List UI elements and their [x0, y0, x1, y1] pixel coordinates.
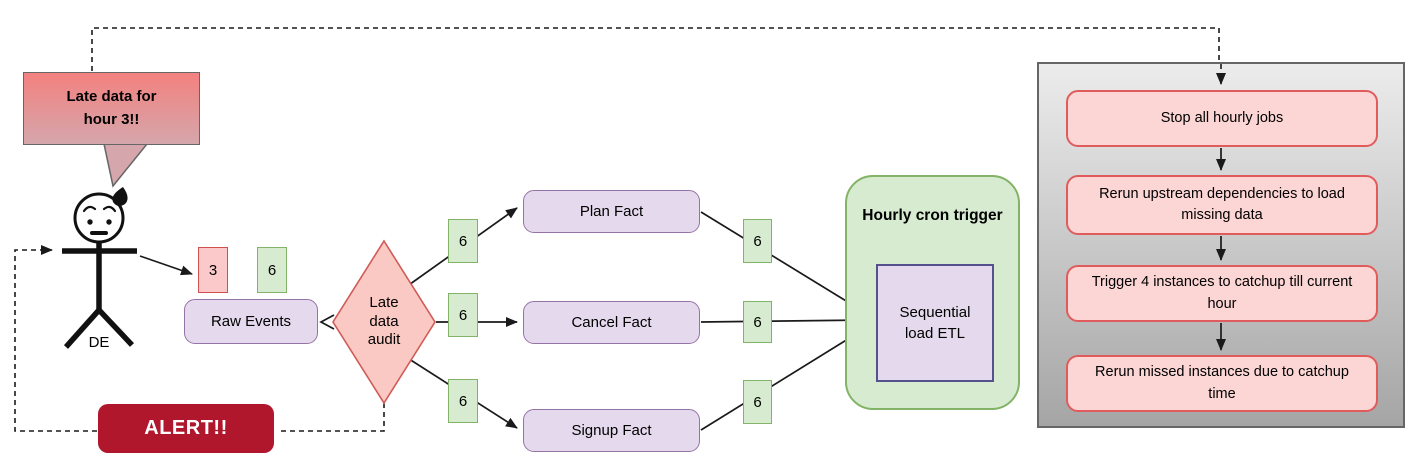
runbook-connectors-layer	[1216, 64, 1226, 351]
signup-fact-node: Signup Fact	[523, 409, 700, 452]
cancel-hour-badge: 6	[448, 293, 478, 337]
late-data-speech-bubble: Late data for hour 3!!	[23, 72, 200, 145]
alert-to-runbook-dashed-connector	[91, 27, 1220, 71]
alert-to-engineer-dashed-connector	[14, 245, 97, 432]
engineer-label: DE	[88, 333, 110, 351]
signup-fact-to-etl-arrow	[700, 325, 870, 431]
speech-bubble-tail	[103, 143, 149, 188]
runbook-step-2: Rerun upstream dependencies to load miss…	[1066, 175, 1378, 235]
audit-to-raw-events-chevron	[319, 314, 335, 330]
plan-etl-hour-badge: 6	[743, 219, 772, 263]
cancel-etl-hour-badge: 6	[743, 301, 772, 343]
raw-events-node: Raw Events	[184, 299, 318, 344]
audit-to-alert-dashed-connector	[277, 403, 385, 432]
plan-fact-node: Plan Fact	[523, 190, 700, 233]
late-hour-badge: 3	[198, 247, 228, 293]
engineer-to-badge-arrow	[139, 255, 193, 276]
signup-etl-hour-badge: 6	[743, 380, 772, 424]
signup-hour-badge: 6	[448, 379, 478, 423]
current-hour-badge: 6	[257, 247, 287, 293]
alert-node: ALERT!!	[98, 404, 274, 453]
late-data-audit-diamond	[332, 239, 436, 405]
recovery-runbook-panel: Stop all hourly jobs Rerun upstream depe…	[1037, 62, 1405, 428]
hourly-cron-trigger-container: Hourly cron trigger Sequential load ETL	[845, 175, 1020, 410]
sweat-drop-icon	[112, 187, 128, 207]
engineer-stick-figure-icon	[62, 187, 137, 349]
late-data-audit-label: Late data audit	[367, 293, 401, 349]
hourly-cron-trigger-title: Hourly cron trigger	[862, 207, 1003, 224]
runbook-step-1: Stop all hourly jobs	[1066, 90, 1378, 147]
runbook-step-3: Trigger 4 instances to catchup till curr…	[1066, 265, 1378, 322]
cancel-fact-node: Cancel Fact	[523, 301, 700, 344]
sequential-load-etl-node: Sequential load ETL	[876, 264, 994, 382]
plan-hour-badge: 6	[448, 219, 478, 263]
plan-fact-to-etl-arrow	[700, 211, 870, 316]
runbook-step-4: Rerun missed instances due to catchup ti…	[1066, 355, 1378, 412]
cancel-fact-to-etl-arrow	[700, 315, 870, 326]
